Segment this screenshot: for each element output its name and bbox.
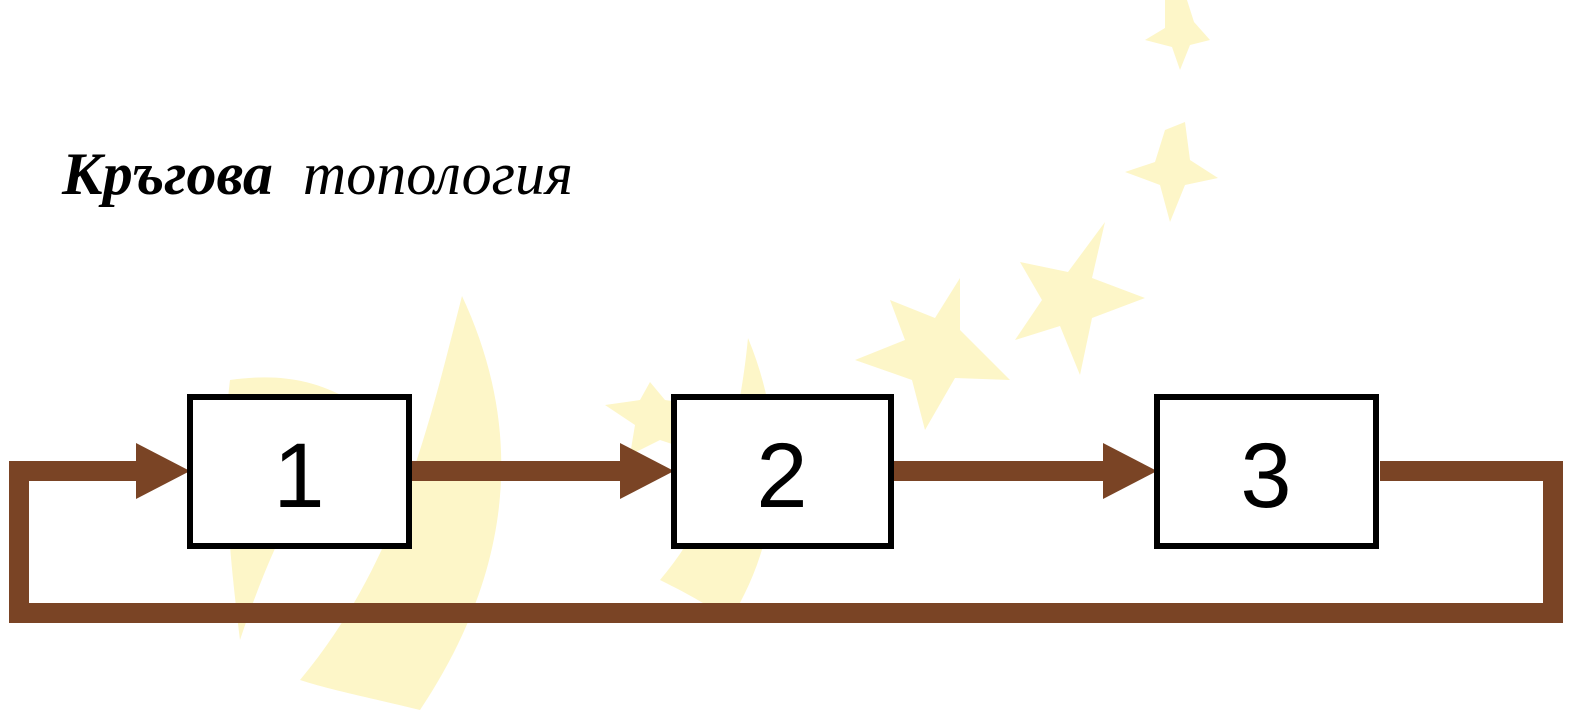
node-box-3 (1154, 394, 1379, 549)
arrowhead-icon (136, 443, 190, 499)
return-link (9, 461, 1563, 623)
title-bold: Кръгова (62, 141, 273, 207)
arrowhead-icon (1103, 443, 1157, 499)
arrowhead-icon (620, 443, 674, 499)
node-label-3: 3 (1240, 425, 1291, 527)
diagram-title: Кръгова топология (62, 138, 573, 210)
node-label-2: 2 (756, 425, 807, 527)
node-box-2 (671, 394, 894, 549)
star-icon (1015, 222, 1145, 375)
node-box-1 (187, 394, 412, 549)
node-label-1: 1 (273, 425, 324, 527)
star-icon (1125, 122, 1218, 222)
title-normal: топология (302, 141, 573, 207)
star-icon (1145, 0, 1210, 70)
star-icon (855, 278, 1010, 430)
